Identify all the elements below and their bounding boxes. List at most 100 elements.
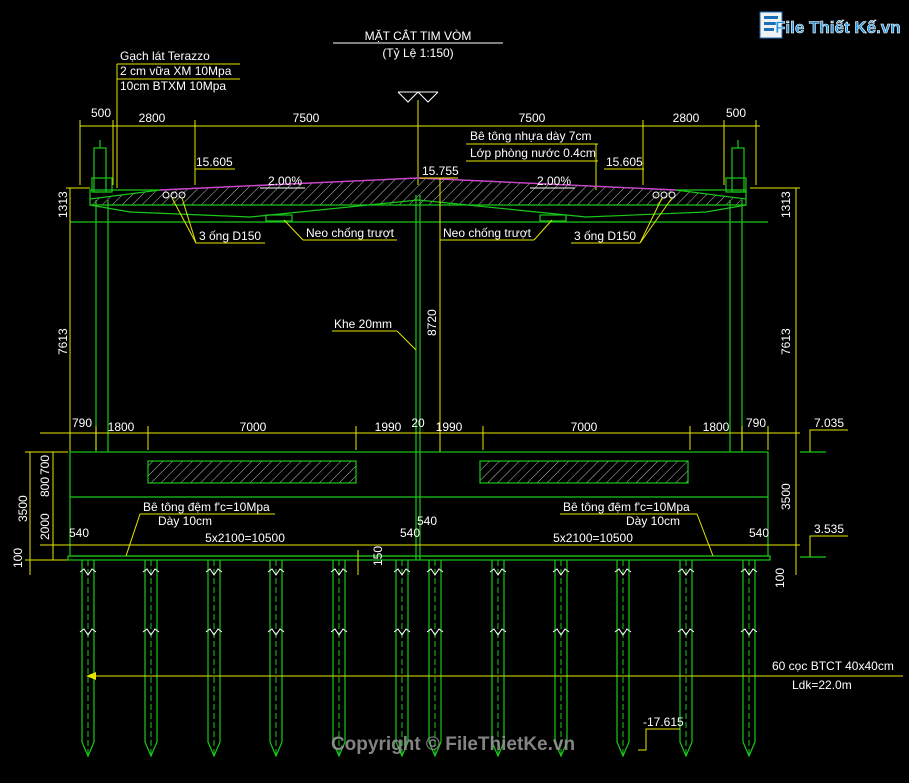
note-pipes-left-leader — [171, 197, 197, 244]
watermark-copyright: Copyright © FileThietKe.vn — [331, 734, 575, 755]
dim-top-7500-left: 7500 — [293, 111, 320, 125]
elev-cap-bottom: 3.535 — [814, 522, 844, 536]
drawing-scale: (Tỷ Lệ 1:150) — [382, 46, 453, 60]
note-joint-leader — [396, 330, 417, 351]
piles-group — [79, 560, 758, 758]
anchor-right-block — [539, 214, 567, 222]
slope-left: 2.00% — [268, 174, 302, 188]
dim-mid-790-right: 790 — [746, 416, 766, 430]
dim-top-7500-right: 7500 — [519, 111, 546, 125]
axis-symbol-icon — [397, 91, 439, 103]
logo-badge-icon — [759, 11, 783, 39]
dim-mid-790-left: 790 — [72, 416, 92, 430]
dim-mid-1990-right: 1990 — [436, 420, 463, 434]
dim-lean-right: 100 — [773, 568, 787, 588]
pile — [79, 560, 97, 758]
dim-pile-center-left: 540 — [400, 526, 420, 540]
dim-mid-20: 20 — [411, 416, 425, 430]
dim-cap-top-part: 800 — [38, 477, 52, 497]
pile — [426, 560, 444, 758]
watermark-logo-text: File Thiết Kế.vn — [775, 18, 901, 37]
slope-right: 2.00% — [537, 174, 571, 188]
pile — [330, 560, 348, 758]
note-pipes-left: 3 ống D150 — [199, 229, 261, 243]
pile — [205, 560, 223, 758]
note-terrazzo-3: 10cm BTXM 10Mpa — [120, 79, 226, 93]
dim-cap-mid-part: 700 — [38, 455, 52, 475]
dim-deck-left: 1313 — [56, 191, 70, 218]
pile — [552, 560, 570, 758]
elev-edge-left: 15.605 — [196, 155, 233, 169]
dim-lean-left: 100 — [11, 548, 25, 568]
note-lean-left-leader — [125, 513, 141, 557]
pile — [677, 560, 695, 758]
pile — [393, 560, 411, 758]
dim-cap-low-part: 2000 — [38, 513, 52, 540]
note-asphalt-1: Bê tông nhựa dày 7cm — [470, 129, 591, 143]
note-pipes-right: 3 ống D150 — [574, 229, 636, 243]
dim-top-500-right: 500 — [726, 106, 746, 120]
dim-pile-center-right: 540 — [417, 514, 437, 528]
drawing-title: MẶT CẮT TIM VÒM — [365, 28, 472, 43]
elev-pile-tip-mark — [638, 728, 680, 751]
note-piles-arrow-icon — [86, 672, 96, 680]
anchor-left-block — [265, 214, 293, 222]
dim-pile-edge-right: 540 — [749, 526, 769, 540]
note-anchor-right-leader — [533, 219, 553, 241]
elev-edge-right: 15.605 — [606, 155, 643, 169]
dim-column-left: 7613 — [56, 328, 70, 355]
note-lean-left-2: Dày 10cm — [158, 514, 212, 528]
note-pipes-right-leader-2 — [639, 197, 673, 244]
note-anchor-left-leader — [283, 219, 304, 241]
elev-pile-tip: -17.615 — [643, 715, 684, 729]
railing-left — [91, 140, 113, 193]
dim-mid-7000-right: 7000 — [571, 420, 598, 434]
note-piles-2: Ldk=22.0m — [792, 678, 852, 692]
columns — [95, 195, 743, 560]
dim-top-500-left: 500 — [91, 106, 111, 120]
note-pipes-right-leader — [639, 197, 663, 244]
dim-deck-right: 1313 — [779, 191, 793, 218]
note-terrazzo-1: Gạch lát Terazzo — [120, 49, 210, 63]
dim-mid-1990-left: 1990 — [375, 420, 402, 434]
pile-cap — [67, 451, 771, 561]
note-lean-right-2: Dày 10cm — [626, 514, 680, 528]
note-anchor-right: Neo chống trượt — [443, 226, 532, 240]
dim-pile-edge-left: 540 — [69, 526, 89, 540]
dim-cap-left: 3500 — [16, 495, 30, 522]
note-anchor-left: Neo chống trượt — [306, 226, 395, 240]
dim-column-right: 7613 — [779, 328, 793, 355]
dim-mid-1800-left: 1800 — [108, 420, 135, 434]
pile — [489, 560, 507, 758]
elev-cap-top: 7.035 — [814, 416, 844, 430]
pile — [267, 560, 285, 758]
note-piles-1: 60 cọc BTCT 40x40cm — [772, 659, 894, 673]
railing-right — [725, 140, 747, 193]
note-lean-right-leader — [696, 513, 714, 557]
elev-cap-bottom-mark — [800, 535, 848, 558]
top-dimension-chain — [79, 100, 760, 185]
pile — [740, 560, 758, 758]
pile — [142, 560, 160, 758]
elev-cap-top-mark — [800, 429, 848, 453]
vertical-dimension-lines — [25, 178, 800, 575]
dim-center-height: 8720 — [425, 309, 439, 336]
elev-crown: 15.755 — [422, 164, 459, 178]
dim-pile-span-right: 5x2100=10500 — [553, 531, 633, 545]
dim-top-2800-left: 2800 — [139, 111, 166, 125]
note-joint: Khe 20mm — [334, 317, 392, 331]
dim-pile-gap: 150 — [371, 546, 385, 566]
note-lean-right-1: Bê tông đệm f'c=10Mpa — [563, 500, 690, 514]
dim-pile-span-left: 5x2100=10500 — [205, 531, 285, 545]
note-terrazzo-2: 2 cm vữa XM 10Mpa — [120, 64, 232, 78]
pile-dimension-chain — [40, 544, 800, 575]
note-lean-left-1: Bê tông đệm f'c=10Mpa — [143, 500, 270, 514]
dim-mid-1800-right: 1800 — [703, 420, 730, 434]
deck-slab — [70, 177, 768, 223]
note-asphalt-2: Lớp phòng nước 0.4cm — [470, 146, 596, 160]
dim-top-2800-right: 2800 — [673, 111, 700, 125]
mid-dimension-chain — [40, 426, 800, 450]
pile — [614, 560, 632, 758]
